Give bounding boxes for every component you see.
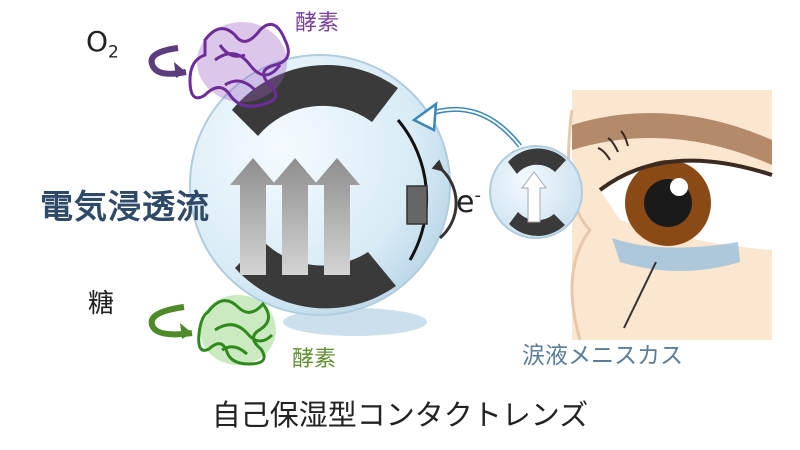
electroosmotic-flow-arrows: [230, 158, 360, 275]
eye-illustration: [567, 90, 773, 341]
eye-highlight: [670, 178, 688, 196]
tear-pointer-line: [623, 261, 657, 329]
small-electrode-top: [508, 148, 566, 174]
oxygen-label: O2: [86, 28, 119, 62]
enzyme-bottom-molecule: [197, 295, 276, 366]
sugar-label: 糖: [88, 289, 115, 319]
oxygen-subscript: 2: [108, 42, 119, 63]
eyebrow: [572, 113, 772, 165]
curved-arrow-head: [174, 62, 186, 78]
small-electrode-bottom: [509, 212, 565, 236]
electroosmotic-flow-label: 電気浸透流: [40, 187, 210, 226]
up-arrow-icon: [230, 158, 276, 275]
tear-meniscus-label: 涙液メニスカス: [522, 343, 683, 369]
resistor: [406, 185, 428, 225]
electrode-top: [232, 64, 398, 136]
enzyme-top-molecule: [188, 22, 290, 108]
enzyme-top-label: 酵素: [295, 11, 340, 36]
eyelashes: [597, 130, 629, 161]
transfer-arrow-inner: [425, 108, 521, 147]
electron-charge: -: [474, 185, 481, 206]
curved-arrow-icon: [148, 45, 187, 77]
up-arrow-icon: [272, 158, 318, 275]
oxygen-symbol: O: [86, 25, 109, 58]
diagram-caption: 自己保湿型コンタクトレンズ: [211, 398, 589, 432]
electrode-bottom: [235, 240, 396, 309]
curved-arrow-head: [180, 323, 192, 339]
electron-symbol: e: [456, 185, 475, 220]
upper-eyelid: [598, 158, 773, 192]
enzyme-bottom-label: 酵素: [292, 347, 337, 372]
electron-label: e-: [456, 187, 481, 218]
small-lens: [489, 145, 583, 239]
up-arrow-icon: [314, 158, 360, 275]
face-contour: [567, 109, 592, 341]
tear-meniscus-shape: [612, 238, 740, 271]
electron-flow-arrow: [431, 159, 458, 240]
large-lens: [189, 54, 458, 336]
up-arrow-icon: [521, 171, 547, 223]
transfer-arrow-head: [411, 101, 438, 132]
curved-arrow-icon: [148, 304, 193, 338]
